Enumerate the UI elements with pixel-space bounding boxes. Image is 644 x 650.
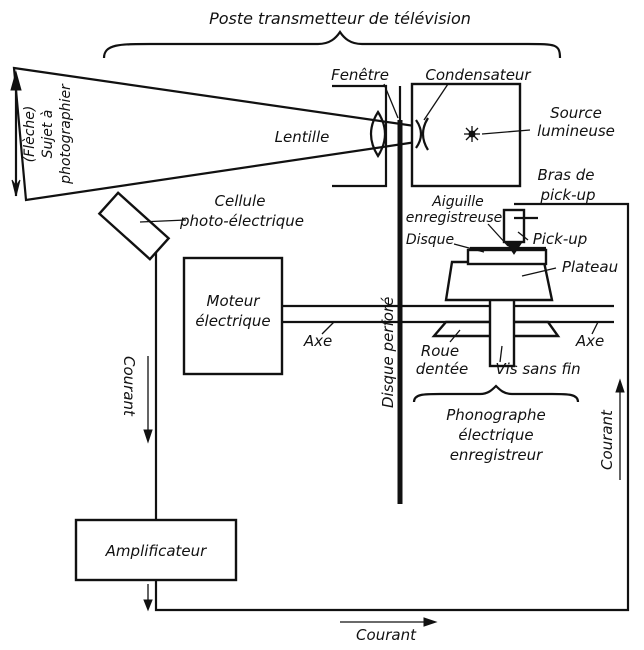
worm-screw-label: Vis sans fin [495,360,580,378]
condenser-lens-icon [415,117,429,151]
light-cone [12,66,471,202]
needle-leader [487,223,509,247]
toothed-wheel-leader [449,329,461,343]
pickup-label: Pick-up [533,230,588,248]
axle-leader-left [321,321,335,335]
photocell-label-2: photo-électrique [179,212,304,230]
pickup-head [502,208,526,244]
axle-leader-right [591,321,599,335]
toothed-wheel-label-1: Roue [421,342,459,360]
subject-label-line3: photographier [58,83,74,185]
window-leader [383,83,399,119]
current-label-right: Courant [598,409,616,470]
light-source-leader [481,129,531,135]
photocell [97,191,171,261]
needle-label-2: enregistreuse [406,210,503,226]
diagram-title: Poste transmetteur de télévision [209,9,471,28]
current-label-left: Courant [120,356,138,417]
amplifier-box [74,518,238,582]
axle-label-right: Axe [575,332,604,350]
light-source-label-2: lumineuse [537,122,615,140]
amplifier-label: Amplificateur [105,542,207,560]
record-leader [453,243,485,253]
worm-screw-leader [499,345,503,363]
current-arrow-amp-head [143,599,153,612]
current-arrow-bottom-head [423,617,438,627]
current-arrow-left-head [143,429,153,444]
wire-amplifier-to-pickup [154,202,630,612]
perforated-disc-label: Disque perforé [379,297,397,408]
recording-needle [505,241,523,255]
subject-label-line2: Sujet à [40,110,56,159]
lens-label: Lentille [275,128,330,146]
pickup-arm-label-1: Bras de [538,166,595,184]
subject-arrow-tail [11,179,21,197]
current-arrow-right-head [615,378,625,393]
phonograph-label-1: Phonographe [446,406,546,424]
turntable-plate [444,260,554,302]
record-label: Disque [406,232,454,248]
light-source-label-1: Source [550,104,602,122]
photocell-label-1: Cellule [215,192,266,210]
pickup-leader [517,231,529,241]
motor-label-1: Moteur [207,292,261,310]
light-source-icon [464,126,480,142]
condenser-leader [423,83,449,121]
subject-label: (Flèche) Sujet à photographier [22,83,74,185]
phonograph-brace [412,384,580,403]
axle-label-left: Axe [303,332,332,350]
subject-arrow-head [10,70,22,91]
plate-leader [521,267,557,277]
toothed-wheel-label-2: dentée [416,360,469,378]
motor-box [182,256,284,376]
turntable-top [466,248,548,266]
lens-housing [332,84,388,188]
title-brace [102,30,562,59]
subject-label-line1: (Flèche) [22,106,38,163]
motor-label-2: électrique [195,312,270,330]
condenser-label: Condensateur [425,66,531,84]
lens-icon [369,109,387,159]
needle-label-1: Aiguille [431,194,484,210]
phonograph-label-2: électrique [458,426,533,444]
photocell-leader [139,219,187,223]
condenser-housing [410,82,522,188]
current-label-bottom: Courant [356,626,417,644]
window-label: Fenêtre [331,66,389,84]
pickup-arm-label-2: pick-up [539,186,595,204]
phonograph-label-3: enregistreur [450,446,543,464]
plate-label: Plateau [562,258,618,276]
